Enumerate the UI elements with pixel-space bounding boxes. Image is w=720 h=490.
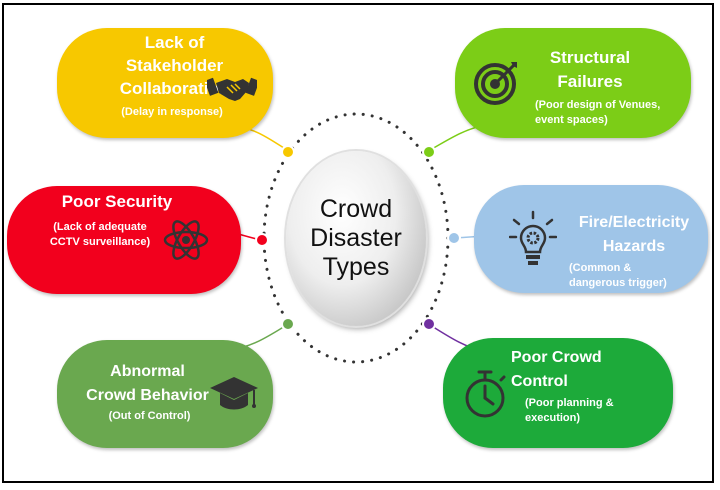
item-title: Lack of bbox=[144, 33, 205, 52]
atom-icon bbox=[163, 220, 209, 260]
center-line-2: Disaster bbox=[310, 224, 402, 252]
item-subtitle: (Poor planning & bbox=[525, 397, 614, 409]
item-subtitle: (Delay in response) bbox=[121, 106, 223, 118]
center-node: Crowd Disaster Types bbox=[286, 151, 426, 326]
item-title: Hazards bbox=[602, 238, 666, 255]
lightbulb-gear-icon bbox=[509, 210, 557, 265]
handshake-icon bbox=[207, 77, 257, 101]
dot-structural bbox=[422, 145, 436, 159]
item-subtitle: CCTV surveillance) bbox=[49, 236, 151, 248]
dot-stakeholder bbox=[281, 145, 295, 159]
item-fire-electricity-hazards: Fire/Electricity Hazards (Common & dange… bbox=[474, 185, 708, 293]
dot-abnormal bbox=[281, 317, 295, 331]
item-title: Collaboration bbox=[119, 79, 230, 98]
item-subtitle: (Poor design of Venues, bbox=[535, 99, 661, 111]
item-subtitle: event spaces) bbox=[535, 114, 608, 126]
item-stakeholder-collaboration: Lack of Stakeholder Collaboration (Delay… bbox=[57, 28, 273, 138]
item-poor-crowd-control: Poor Crowd Control (Poor planning & exec… bbox=[443, 338, 673, 448]
item-title: Abnormal bbox=[110, 363, 185, 380]
item-poor-security: Poor Security (Lack of adequate CCTV sur… bbox=[7, 186, 241, 294]
target-icon bbox=[474, 62, 517, 105]
item-subtitle: dangerous trigger) bbox=[569, 277, 667, 289]
dot-security bbox=[255, 233, 269, 247]
item-title: Poor Security bbox=[61, 192, 173, 211]
graduation-cap-icon bbox=[210, 377, 258, 410]
item-subtitle: (Common & bbox=[569, 262, 632, 274]
item-title: Structural bbox=[549, 48, 631, 67]
stopwatch-icon bbox=[465, 370, 506, 418]
item-subtitle: execution) bbox=[525, 412, 581, 424]
center-line-3: Types bbox=[322, 253, 390, 281]
item-title: Poor Crowd bbox=[511, 349, 602, 366]
item-title: Crowd Behavior bbox=[86, 387, 209, 404]
center-line-1: Crowd bbox=[319, 195, 393, 223]
dot-control bbox=[422, 317, 436, 331]
item-subtitle: (Lack of adequate bbox=[53, 221, 147, 233]
item-title: Control bbox=[511, 373, 568, 390]
item-title: Fire/Electricity bbox=[578, 214, 690, 231]
item-title: Failures bbox=[557, 72, 623, 91]
item-abnormal-crowd-behavior: Abnormal Crowd Behavior (Out of Control) bbox=[57, 340, 273, 448]
item-subtitle: (Out of Control) bbox=[108, 410, 191, 422]
item-title: Stakeholder bbox=[125, 56, 224, 75]
dot-fire bbox=[447, 231, 461, 245]
diagram-frame bbox=[2, 3, 714, 483]
item-structural-failures: Structural Failures (Poor design of Venu… bbox=[455, 28, 691, 138]
